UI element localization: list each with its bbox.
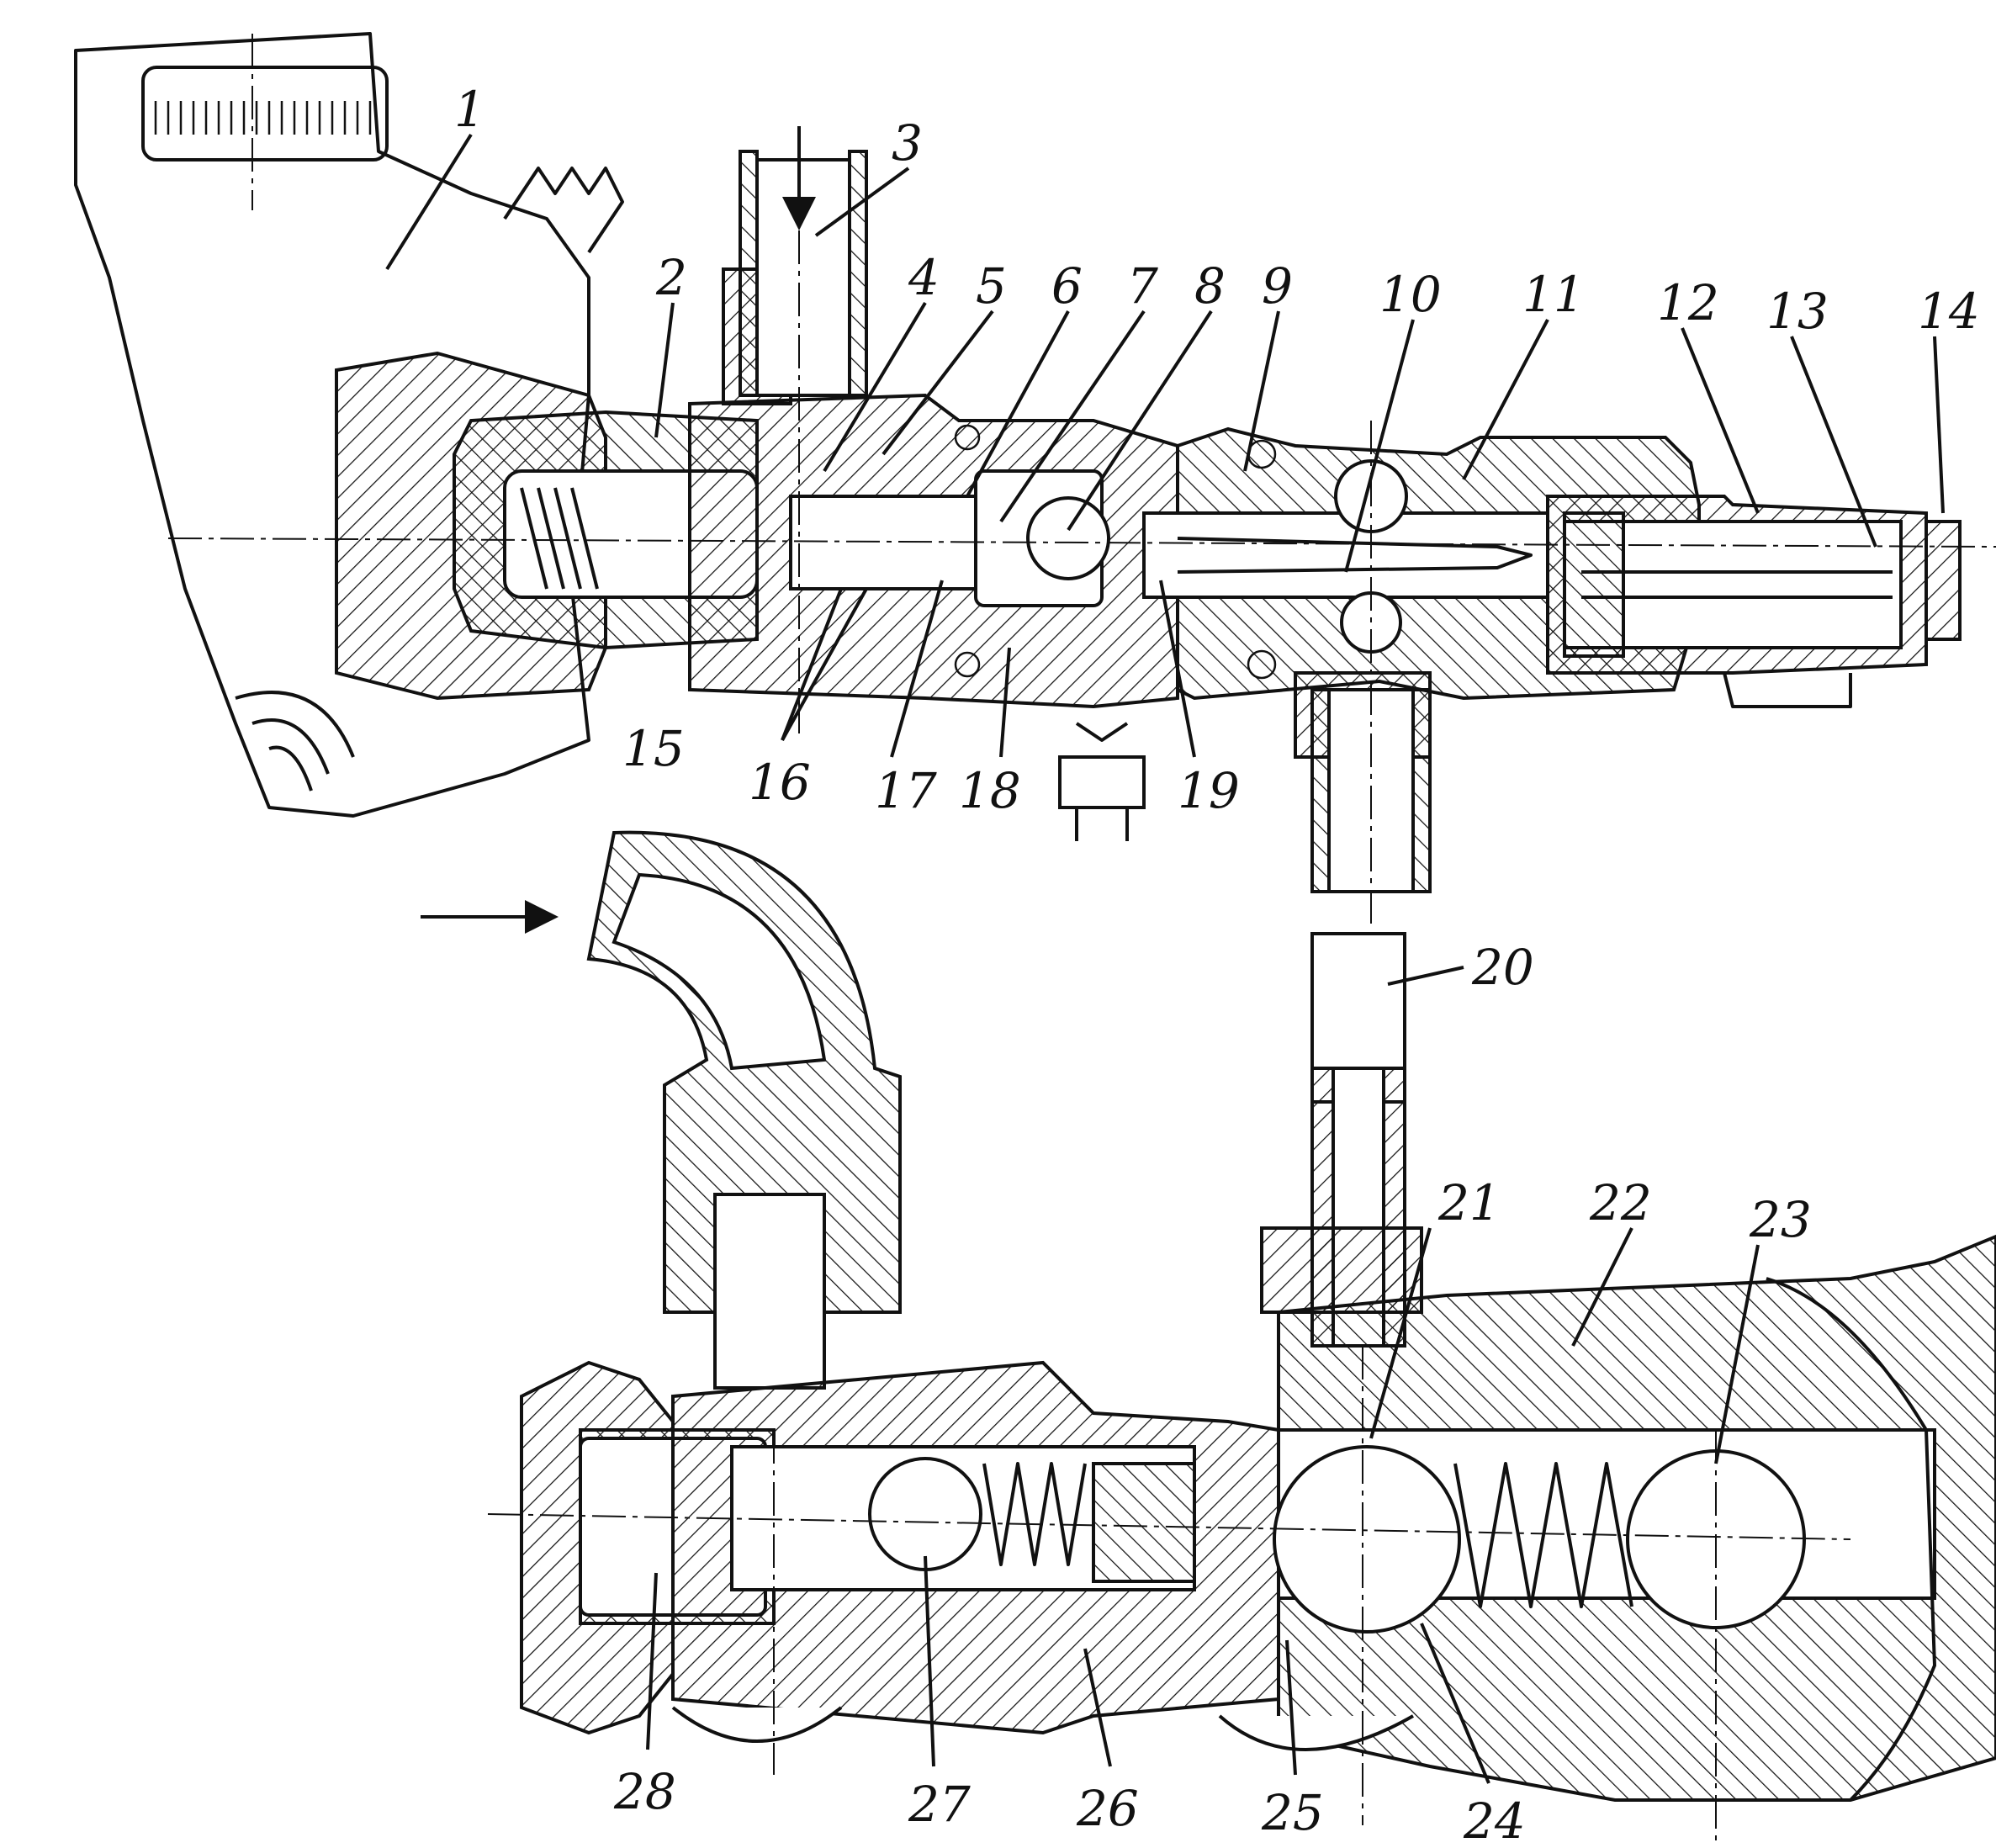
callout-14: 14 bbox=[1918, 283, 1980, 340]
callout-2: 2 bbox=[655, 249, 687, 306]
callout-3: 3 bbox=[892, 114, 923, 172]
callout-24: 24 bbox=[1463, 1792, 1526, 1848]
callout-12: 12 bbox=[1657, 274, 1719, 331]
callout-18: 18 bbox=[959, 762, 1021, 819]
callout-5: 5 bbox=[976, 257, 1007, 315]
callout-28: 28 bbox=[613, 1763, 676, 1820]
callout-15: 15 bbox=[622, 720, 685, 777]
callout-10: 10 bbox=[1379, 266, 1442, 323]
casing-body bbox=[74, 32, 624, 818]
callout-17: 17 bbox=[875, 762, 937, 819]
callout-8: 8 bbox=[1194, 257, 1226, 315]
callout-13: 13 bbox=[1766, 283, 1829, 340]
callout-7: 7 bbox=[1127, 257, 1158, 315]
callout-1: 1 bbox=[454, 81, 485, 138]
callout-21: 21 bbox=[1437, 1174, 1501, 1231]
callout-labels: 1 2 3 4 5 6 7 8 9 10 11 12 13 14 15 16 1… bbox=[454, 81, 1980, 1848]
lower-valve-body bbox=[520, 1226, 1996, 1802]
callout-26: 26 bbox=[1076, 1780, 1139, 1837]
upper-valve-body bbox=[335, 150, 1962, 893]
callout-25: 25 bbox=[1261, 1784, 1324, 1841]
callout-16: 16 bbox=[749, 754, 811, 811]
leader-lines bbox=[385, 133, 1945, 1784]
callout-27: 27 bbox=[908, 1776, 971, 1833]
callout-9: 9 bbox=[1262, 257, 1293, 315]
callout-23: 23 bbox=[1749, 1191, 1812, 1248]
callout-4: 4 bbox=[908, 249, 940, 306]
callout-11: 11 bbox=[1522, 266, 1585, 323]
pipe-15 bbox=[586, 830, 902, 1390]
callout-22: 22 bbox=[1589, 1174, 1652, 1231]
callout-20: 20 bbox=[1471, 939, 1534, 996]
callout-6: 6 bbox=[1051, 257, 1083, 315]
callout-19: 19 bbox=[1178, 762, 1240, 819]
